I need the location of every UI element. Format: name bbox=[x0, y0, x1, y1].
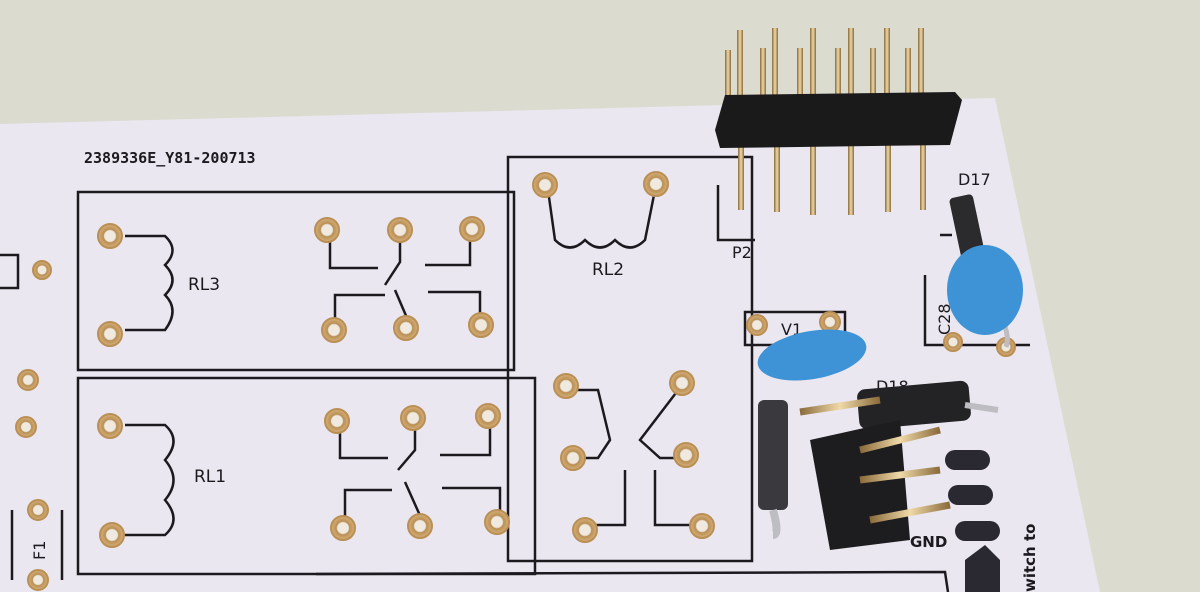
label-rl3: RL3 bbox=[188, 275, 220, 295]
board-id-text: 2389336E_Y81-200713 bbox=[84, 149, 256, 167]
pads bbox=[15, 171, 1016, 591]
components bbox=[757, 194, 1023, 550]
label-p2: P2 bbox=[732, 243, 752, 262]
diode bbox=[758, 400, 788, 510]
label-c28: C28 bbox=[935, 303, 954, 335]
label-gnd: GND bbox=[910, 533, 947, 551]
pin-header-p2 bbox=[715, 28, 962, 215]
capacitor-c28 bbox=[947, 245, 1023, 335]
capacitor-v1 bbox=[757, 329, 867, 381]
label-rl1: RL1 bbox=[194, 467, 226, 487]
label-f1: F1 bbox=[30, 541, 49, 560]
solder-jumpers bbox=[945, 450, 1000, 592]
label-rl2: RL2 bbox=[592, 260, 624, 280]
label-switch-to: witch to bbox=[1021, 524, 1039, 592]
diode-d18 bbox=[857, 380, 971, 430]
label-d17: D17 bbox=[958, 170, 991, 189]
